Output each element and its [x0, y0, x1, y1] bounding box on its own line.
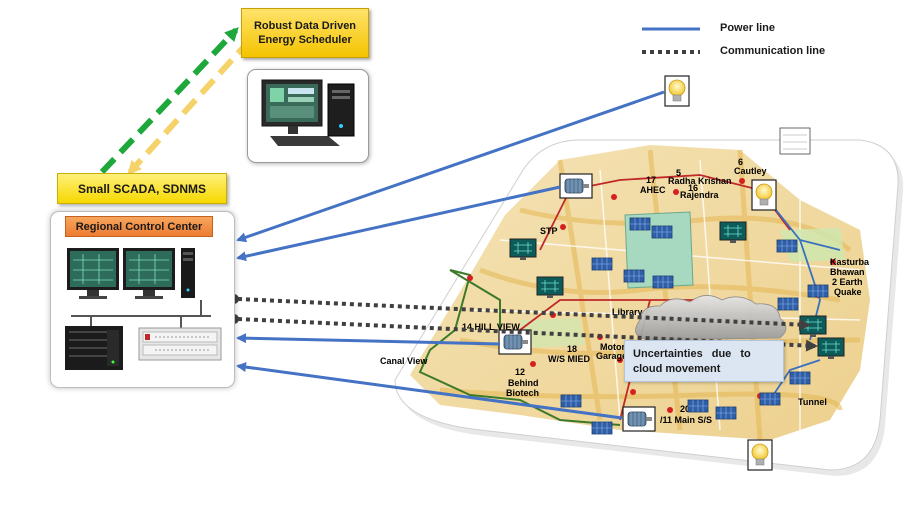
map-label-cautley: Cautley [734, 166, 767, 176]
map-label-ahec: AHEC [640, 185, 666, 195]
map-label-6: 6 [738, 157, 743, 167]
map-park [624, 211, 694, 289]
scada-label: Small SCADA, SDNMS [77, 181, 207, 196]
bulb-icon [664, 75, 690, 107]
map-label-hill-view: 14 HILL VIEW [462, 322, 520, 332]
solar-panel-icon [560, 394, 582, 408]
control-center-equipment [65, 248, 222, 370]
map-label-5: 5 [676, 168, 681, 178]
scheduler-line-2: Energy Scheduler [258, 34, 352, 46]
communication-line-arrow [237, 297, 811, 331]
map-label-radha-krishan: Radha Krishan [668, 176, 732, 186]
map-label-17: 17 [646, 175, 656, 185]
yellow-dashed-arrow [127, 37, 253, 175]
power-line-arrow [236, 185, 561, 262]
map-label-quake: Quake [834, 287, 862, 297]
solar-panel-icon [591, 421, 613, 435]
map-label-motor: Motor [600, 342, 625, 352]
solar-panel-icon [652, 275, 674, 289]
monitor-icon [817, 337, 845, 360]
small-scada-box: Small SCADA, SDNMS [57, 173, 227, 204]
map-label-behind: Behind [508, 378, 539, 388]
energy-scheduler-box: Robust Data Driven Energy Scheduler [241, 8, 369, 58]
map-label-18: 18 [567, 344, 577, 354]
solar-panel-icon [777, 297, 799, 311]
solar-panel-icon [687, 399, 709, 413]
power-line-arrow [236, 333, 501, 346]
map-label-20: 20 [680, 404, 690, 414]
map-label-stp: STP [540, 226, 558, 236]
power-lines [236, 90, 665, 420]
motor-icon [559, 173, 593, 199]
map-label-ws-mied: W/S MIED [548, 354, 590, 364]
cloud-icon [635, 295, 787, 341]
map-label-canal-view: Canal View [380, 356, 428, 366]
motor-icon [622, 406, 656, 432]
server-icon [138, 327, 222, 361]
solar-panel-icon [759, 392, 781, 406]
callout-line-2: cloud movement [633, 363, 721, 375]
map-roads [439, 149, 861, 441]
map-label-rajendra: Rajendra [680, 190, 720, 200]
monitor-icon [799, 315, 827, 338]
monitor-icon [536, 276, 564, 299]
power-line-arrow [236, 90, 665, 243]
scheduler-computer-box [247, 69, 369, 163]
map-inset-legend [779, 127, 811, 155]
solar-panel-icon [776, 239, 798, 253]
green-dashed-arrow [99, 27, 239, 175]
callout-line-1: Uncertainties due to [633, 348, 751, 360]
map-label-12: 12 [515, 367, 525, 377]
map-label-library: Library [612, 307, 643, 317]
regional-control-center-box [50, 211, 235, 388]
regional-control-center-label: Regional Control Center [65, 216, 213, 237]
campus-map [394, 127, 904, 476]
solar-panel-icon [623, 269, 645, 283]
monitor-icon [509, 238, 537, 261]
desktop-tower-icon [181, 248, 195, 298]
power-line-arrow [236, 362, 623, 420]
map-label-biotech: Biotech [506, 388, 539, 398]
server-icon [65, 326, 123, 370]
map-label-16: 16 [688, 183, 698, 193]
desktop-computer-icon [261, 79, 355, 146]
scheduler-line-1: Robust Data Driven [253, 20, 357, 32]
solar-panel-icon [807, 284, 829, 298]
map-label-garage: Garage [596, 351, 627, 361]
rcc-label-text: Regional Control Center [75, 220, 203, 233]
monitor-icon [719, 221, 747, 244]
map-label-main-ss: /11 Main S/S [660, 415, 712, 425]
map-text-labels: 17 AHEC 5 Radha Krishan 16 Rajendra 6 Ca… [380, 157, 870, 425]
uncertainty-callout: Uncertainties due to cloud movement [624, 340, 784, 382]
bulb-icon [747, 439, 773, 471]
map-label-kasturba: Kasturba [830, 257, 870, 267]
solar-panel-icon [651, 225, 673, 239]
map-label-tunnel: Tunnel [798, 397, 827, 407]
solar-panel-icon [591, 257, 613, 271]
monitor-icon [67, 248, 119, 299]
solar-panel-icon [715, 406, 737, 420]
map-label-bhawan: Bhawan [830, 267, 865, 277]
legend-power-line: Power line [720, 22, 776, 34]
solar-panel-icon [789, 371, 811, 385]
bulb-icon [751, 179, 777, 211]
monitor-icon [123, 248, 175, 299]
map-nodes [467, 178, 836, 413]
solar-panel-icon [629, 217, 651, 231]
legend-communication-line: Communication line [720, 45, 826, 57]
map-label-earth: 2 Earth [832, 277, 863, 287]
